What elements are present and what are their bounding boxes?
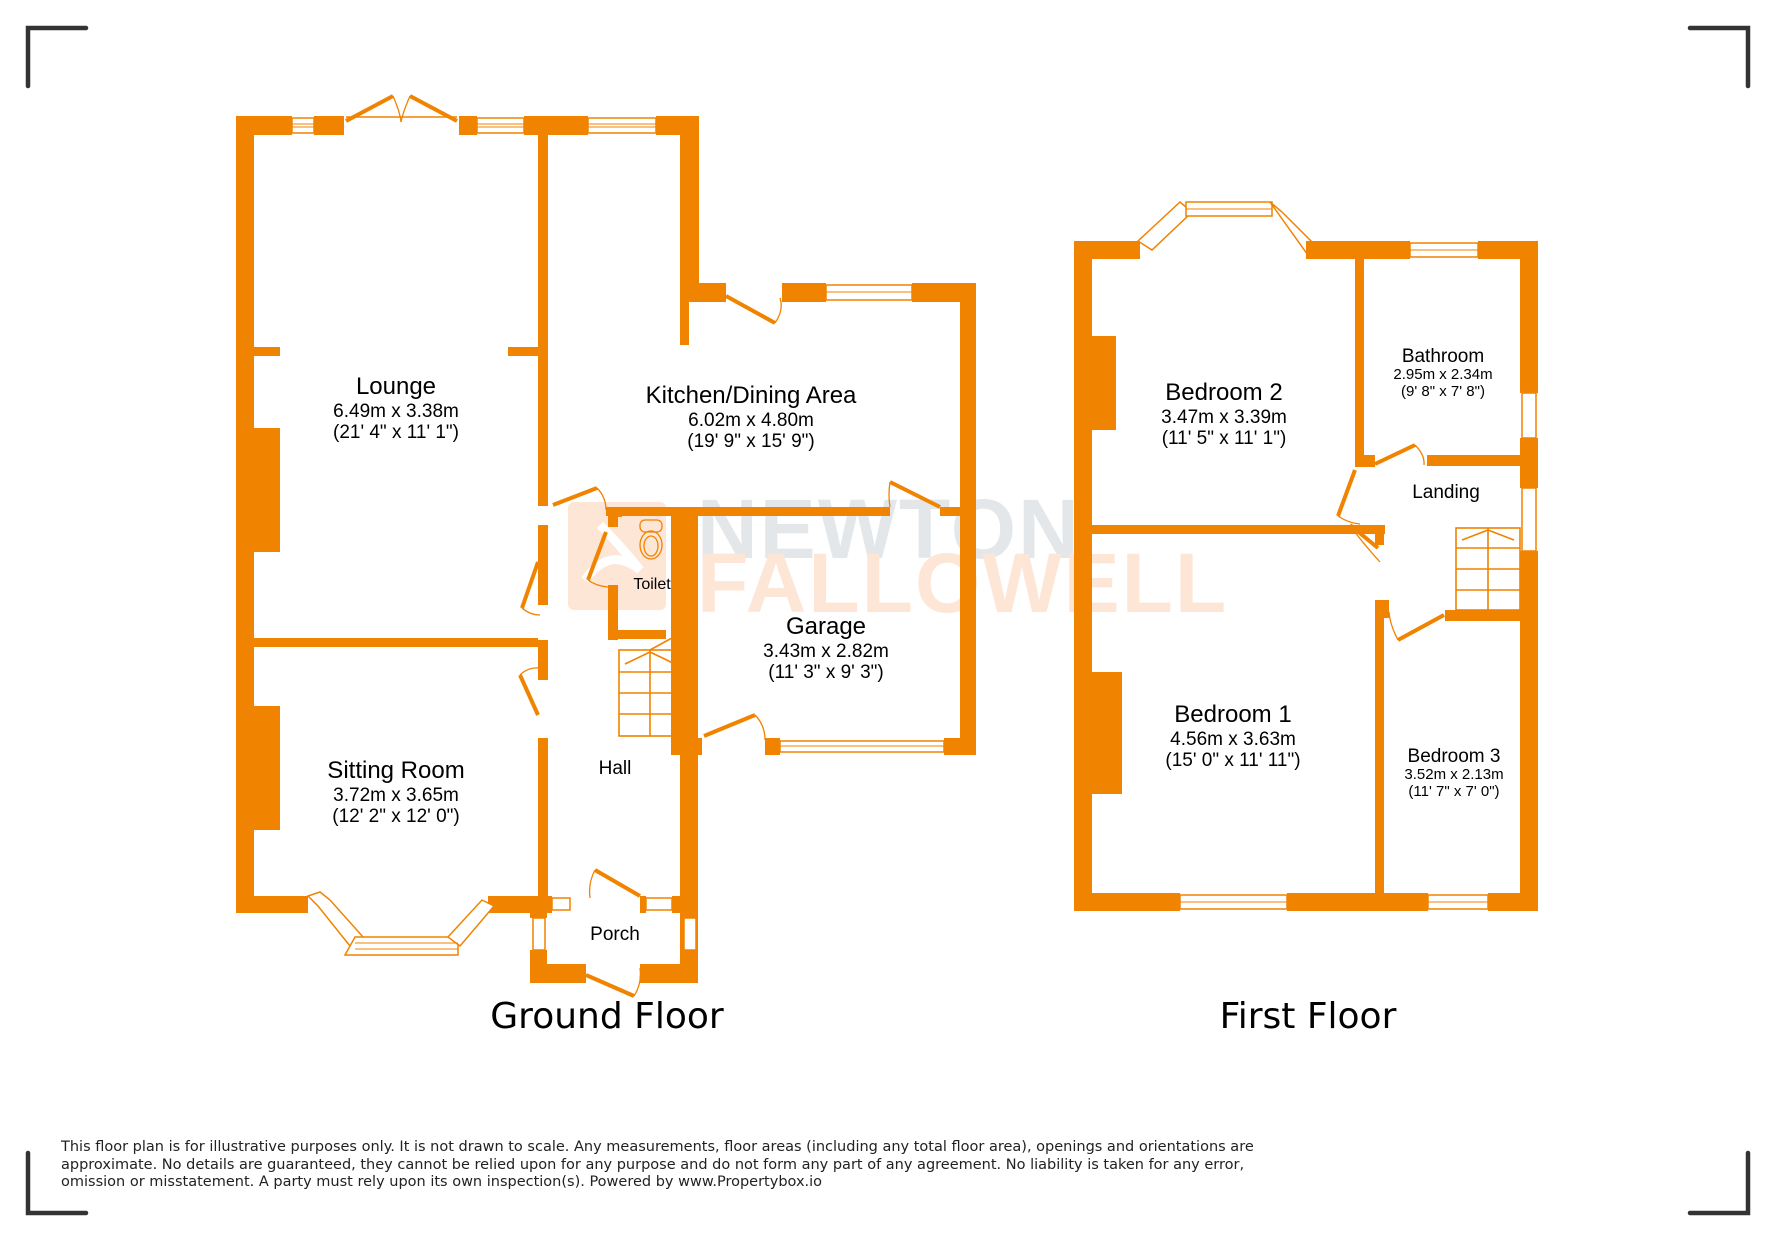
room-metric: 6.49m x 3.38m (333, 400, 459, 422)
room-label-sitting-room: Sitting Room 3.72m x 3.65m (12' 2" x 12'… (327, 757, 465, 828)
room-name: Bedroom 3 (1407, 746, 1501, 767)
room-label-kitchen-dining: Kitchen/Dining Area 6.02m x 4.80m (19' 9… (645, 382, 857, 453)
room-label-landing: Landing (1412, 482, 1480, 503)
door (1374, 443, 1425, 466)
french-doors (345, 94, 458, 123)
stairs (1455, 527, 1521, 611)
disclaimer-text: This floor plan is for illustrative purp… (61, 1139, 1254, 1190)
room-metric: 6.02m x 4.80m (688, 409, 814, 431)
door (586, 531, 609, 588)
room-label-bathroom: Bathroom 2.95m x 2.34m (9' 8" x 7' 8") (1393, 346, 1492, 401)
room-name: Toilet (633, 576, 671, 593)
room-label-bedroom-2: Bedroom 2 3.47m x 3.39m (11' 5" x 11' 1"… (1161, 379, 1287, 450)
room-label-toilet: Toilet (633, 576, 670, 594)
room-name: Bathroom (1401, 346, 1485, 367)
door (1388, 611, 1445, 642)
bay-window (306, 891, 496, 956)
room-name: Porch (590, 924, 640, 945)
room-label-hall: Hall (599, 758, 632, 779)
room-name: Landing (1412, 482, 1480, 503)
room-name: Lounge (355, 373, 437, 400)
room-imperial: (19' 9" x 15' 9") (687, 431, 815, 453)
watermark-line1: NEWTON (697, 482, 1081, 576)
room-metric: 3.43m x 2.82m (763, 640, 889, 662)
room-label-porch: Porch (590, 924, 640, 945)
room-label-bedroom-3: Bedroom 3 3.52m x 2.13m (11' 7" x 7' 0") (1404, 746, 1503, 801)
room-imperial: (21' 4" x 11' 1") (332, 422, 460, 444)
room-label-bedroom-1: Bedroom 1 4.56m x 3.63m (15' 0" x 11' 11… (1165, 701, 1301, 772)
room-imperial: (11' 3" x 9' 3") (768, 662, 884, 684)
door (1336, 469, 1381, 563)
room-imperial: (12' 2" x 12' 0") (332, 806, 460, 828)
room-imperial: (11' 5" x 11' 1") (1161, 428, 1287, 450)
window (291, 117, 657, 134)
door (585, 868, 642, 998)
room-name: Garage (785, 613, 867, 640)
room-metric: 3.47m x 3.39m (1161, 406, 1287, 428)
watermark: NEWTON FALLOWELL (568, 482, 1226, 630)
room-name: Bedroom 2 (1165, 379, 1283, 406)
room-name: Hall (598, 758, 632, 779)
ground-floor-plan (236, 94, 976, 998)
room-label-lounge: Lounge 6.49m x 3.38m (21' 4" x 11' 1") (332, 373, 460, 444)
room-name: Kitchen/Dining Area (645, 382, 857, 409)
room-metric: 2.95m x 2.34m (1393, 366, 1493, 384)
room-imperial: (11' 7" x 7' 0") (1408, 783, 1500, 801)
floor-title-first: First Floor (1219, 996, 1397, 1037)
toilet-fixture-icon (639, 519, 663, 560)
room-name: Bedroom 1 (1174, 701, 1292, 728)
room-metric: 3.52m x 2.13m (1404, 766, 1504, 784)
floor-title-ground: Ground Floor (490, 996, 724, 1037)
room-imperial: (15' 0" x 11' 11") (1165, 750, 1301, 772)
door (725, 294, 782, 325)
room-name: Sitting Room (327, 757, 465, 784)
room-imperial: (9' 8" x 7' 8") (1401, 383, 1485, 401)
room-metric: 3.72m x 3.65m (333, 784, 459, 806)
door (703, 713, 766, 741)
door (518, 561, 541, 716)
crop-marks (25, 25, 1751, 1216)
first-floor-plan (1074, 201, 1538, 911)
bay-window (1136, 201, 1322, 260)
room-label-garage: Garage 3.43m x 2.82m (11' 3" x 9' 3") (763, 613, 889, 684)
door (552, 480, 941, 511)
room-metric: 4.56m x 3.63m (1170, 728, 1296, 750)
